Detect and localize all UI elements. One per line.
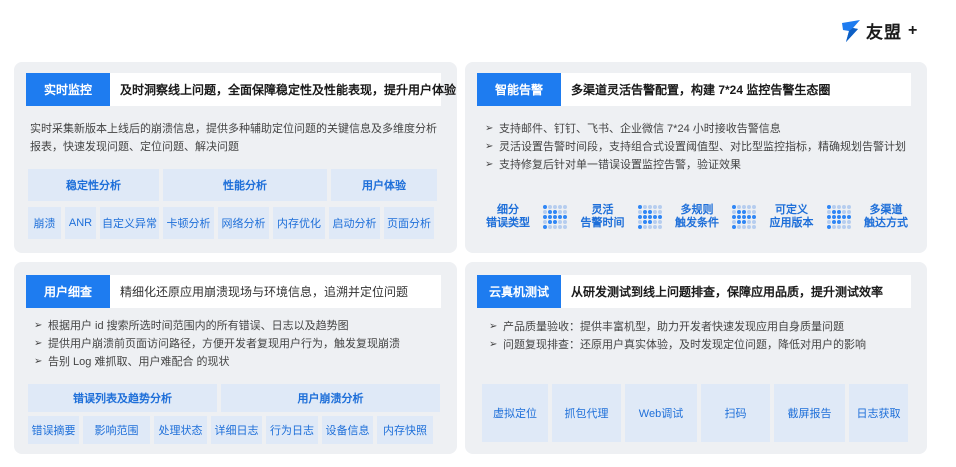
item-network-analysis: 网络分析 bbox=[218, 207, 269, 239]
arrow-bullet-icon: ➢ bbox=[485, 159, 494, 170]
dot-arrow-icon bbox=[543, 205, 568, 229]
alert-flow: 细分错误类型 灵活告警时间 多规则触发条件 可定义应用版本 多渠道触达方式 bbox=[479, 197, 915, 237]
arrow-bullet-icon: ➢ bbox=[485, 141, 494, 152]
feature-item-row: 崩溃 ANR 自定义异常 卡顿分析 网络分析 内存优化 启动分析 页面分析 bbox=[28, 207, 434, 239]
panel-header: 实时监控 及时洞察线上问题，全面保障稳定性及性能表现，提升用户体验 bbox=[26, 73, 456, 106]
item-anr: ANR bbox=[65, 207, 96, 239]
arrow-bullet-icon: ➢ bbox=[34, 320, 43, 331]
feature-group-row: 稳定性分析 性能分析 用户体验 bbox=[28, 169, 437, 201]
panel-tag: 智能告警 bbox=[477, 73, 561, 106]
logo-plus: + bbox=[908, 21, 918, 39]
item-screenshot-report: 截屏报告 bbox=[774, 384, 845, 442]
item-lag-analysis: 卡顿分析 bbox=[163, 207, 214, 239]
smart-alert-panel: 智能告警 多渠道灵活告警配置，构建 7*24 监控告警生态圈 ➢支持邮件、钉钉、… bbox=[465, 62, 927, 253]
item-detail-log: 详细日志 bbox=[211, 416, 262, 444]
dot-arrow-icon bbox=[637, 205, 662, 229]
item-error-summary: 错误摘要 bbox=[28, 416, 79, 444]
bullet-item: ➢灵活设置告警时间段，支持组合式设置阈值型、对比型监控指标，精确规划告警计划 bbox=[485, 138, 906, 156]
logo-brand-text: 友盟 bbox=[866, 23, 902, 42]
feature-bullet-list: ➢支持邮件、钉钉、飞书、企业微信 7*24 小时接收告警信息 ➢灵活设置告警时间… bbox=[485, 120, 906, 174]
group-stability: 稳定性分析 bbox=[28, 169, 159, 201]
panel-tag: 实时监控 bbox=[26, 73, 110, 106]
panel-tag: 用户细查 bbox=[26, 275, 110, 308]
item-launch-analysis: 启动分析 bbox=[329, 207, 380, 239]
bullet-item: ➢提供用户崩溃前页面访问路径，方便开发者复现用户行为，触发复现崩溃 bbox=[34, 335, 400, 353]
realtime-monitor-panel: 实时监控 及时洞察线上问题，全面保障稳定性及性能表现，提升用户体验 实时采集新版… bbox=[14, 62, 457, 253]
flow-item-error-type: 细分错误类型 bbox=[486, 204, 530, 229]
arrow-bullet-icon: ➢ bbox=[34, 356, 43, 367]
item-page-analysis: 页面分析 bbox=[384, 207, 434, 239]
item-memory-snapshot: 内存快照 bbox=[377, 416, 433, 444]
feature-group-row: 错误列表及趋势分析 用户崩溃分析 bbox=[28, 384, 440, 412]
arrow-bullet-icon: ➢ bbox=[489, 339, 498, 350]
bullet-item: ➢支持邮件、钉钉、飞书、企业微信 7*24 小时接收告警信息 bbox=[485, 120, 906, 138]
group-user-crash: 用户崩溃分析 bbox=[221, 384, 440, 412]
item-handling-status: 处理状态 bbox=[154, 416, 207, 444]
dot-arrow-icon bbox=[732, 205, 757, 229]
item-behavior-log: 行为日志 bbox=[266, 416, 318, 444]
panel-headline: 多渠道灵活告警配置，构建 7*24 监控告警生态圈 bbox=[571, 83, 831, 97]
item-memory-optimization: 内存优化 bbox=[273, 207, 325, 239]
feature-item-row: 虚拟定位 抓包代理 Web调试 扫码 截屏报告 日志获取 bbox=[482, 384, 908, 442]
panel-description: 实时采集新版本上线后的崩溃信息，提供多种辅助定位问题的关键信息及多维度分析报表，… bbox=[30, 123, 437, 153]
arrow-bullet-icon: ➢ bbox=[34, 338, 43, 349]
item-scan-code: 扫码 bbox=[701, 384, 770, 442]
panel-header: 智能告警 多渠道灵活告警配置，构建 7*24 监控告警生态圈 bbox=[477, 73, 911, 106]
flow-item-app-version: 可定义应用版本 bbox=[769, 204, 814, 229]
group-error-trend: 错误列表及趋势分析 bbox=[28, 384, 217, 412]
panel-headline: 及时洞察线上问题，全面保障稳定性及性能表现，提升用户体验 bbox=[120, 83, 457, 97]
panel-tag: 云真机测试 bbox=[477, 275, 561, 308]
item-web-debug: Web调试 bbox=[625, 384, 697, 442]
group-performance: 性能分析 bbox=[163, 169, 327, 201]
dot-arrow-icon bbox=[826, 205, 851, 229]
flow-item-trigger-rules: 多规则触发条件 bbox=[675, 204, 719, 229]
feature-item-row: 错误摘要 影响范围 处理状态 详细日志 行为日志 设备信息 内存快照 bbox=[28, 416, 433, 444]
feature-bullet-list: ➢产品质量验收：提供丰富机型，助力开发者快速发现应用自身质量问题 ➢问题复现排查… bbox=[489, 318, 866, 354]
flow-item-alert-time: 灵活告警时间 bbox=[580, 204, 625, 229]
bullet-item: ➢问题复现排查：还原用户真实体验，及时发现定位问题，降低对用户的影响 bbox=[489, 336, 866, 354]
group-experience: 用户体验 bbox=[331, 169, 437, 201]
flow-item-channels: 多渠道触达方式 bbox=[864, 204, 908, 229]
item-packet-proxy: 抓包代理 bbox=[552, 384, 621, 442]
cloud-device-test-panel: 云真机测试 从研发测试到线上问题排查，保障应用品质，提升测试效率 ➢产品质量验收… bbox=[465, 262, 927, 454]
item-crash: 崩溃 bbox=[28, 207, 61, 239]
arrow-bullet-icon: ➢ bbox=[485, 123, 494, 134]
item-custom-exception: 自定义异常 bbox=[100, 207, 159, 239]
bullet-item: ➢根据用户 id 搜索所选时间范围内的所有错误、日志以及趋势图 bbox=[34, 317, 400, 335]
panel-header: 云真机测试 从研发测试到线上问题排查，保障应用品质，提升测试效率 bbox=[477, 275, 911, 308]
umeng-logo: 友盟 + bbox=[840, 18, 917, 43]
item-device-info: 设备信息 bbox=[322, 416, 373, 444]
panel-headline: 从研发测试到线上问题排查，保障应用品质，提升测试效率 bbox=[571, 285, 884, 299]
item-log-fetch: 日志获取 bbox=[849, 384, 908, 442]
item-impact-scope: 影响范围 bbox=[83, 416, 150, 444]
feature-bullet-list: ➢根据用户 id 搜索所选时间范围内的所有错误、日志以及趋势图 ➢提供用户崩溃前… bbox=[34, 317, 400, 371]
arrow-bullet-icon: ➢ bbox=[489, 321, 498, 332]
bullet-item: ➢告别 Log 难抓取、用户难配合 的现状 bbox=[34, 353, 400, 371]
item-virtual-location: 虚拟定位 bbox=[482, 384, 548, 442]
panel-headline: 精细化还原应用崩溃现场与环境信息，追溯并定位问题 bbox=[120, 285, 409, 299]
bullet-item: ➢支持修复后针对单一错误设置监控告警，验证效果 bbox=[485, 156, 906, 174]
panel-header: 用户细查 精细化还原应用崩溃现场与环境信息，追溯并定位问题 bbox=[26, 275, 441, 308]
bullet-item: ➢产品质量验收：提供丰富机型，助力开发者快速发现应用自身质量问题 bbox=[489, 318, 866, 336]
umeng-bird-icon bbox=[842, 19, 860, 42]
user-detail-panel: 用户细查 精细化还原应用崩溃现场与环境信息，追溯并定位问题 ➢根据用户 id 搜… bbox=[14, 262, 457, 454]
